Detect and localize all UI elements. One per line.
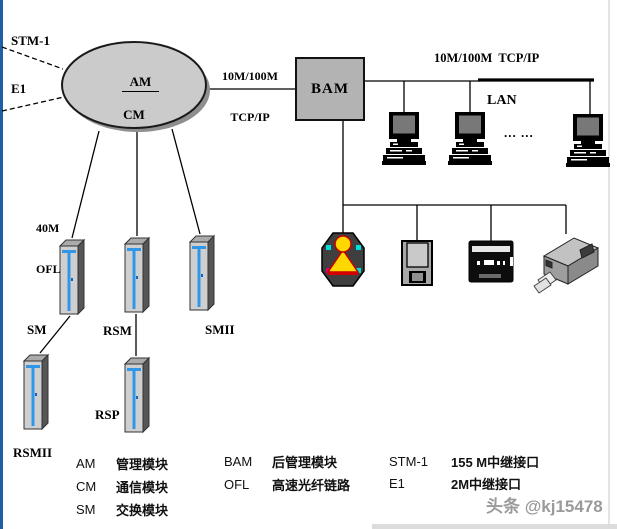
legend-code: OFL (224, 477, 250, 492)
legend-desc: 管理模块 (116, 457, 169, 472)
tower-rsmii (23, 354, 49, 430)
legend-desc: 高速光纤链路 (272, 478, 351, 493)
right-border (608, 0, 610, 529)
legend-row-stm1: STM-1 155 M中继接口 (389, 450, 539, 472)
cloud-cm-label: CM (123, 106, 145, 122)
legend-column-3: STM-1 155 M中继接口 E1 2M中继接口 (389, 450, 539, 494)
tcpip-left-label: 10M/100M TCP/IP (212, 42, 288, 152)
floppy-icon (401, 240, 433, 286)
legend-desc: 2M中继接口 (451, 476, 522, 492)
tape-device-icon (468, 240, 514, 283)
watermark: 头条 @kj15478 (486, 497, 603, 516)
rsmii-label: RSMII (13, 445, 53, 460)
legend-row-cm: CM 通信模块 (76, 475, 168, 498)
legend-row-sm: SM 交换模块 (76, 498, 168, 521)
legend-row-ofl: OFL 高速光纤链路 (224, 473, 350, 496)
workstation-icon-1 (382, 112, 426, 165)
ofl-line1: 40M (36, 220, 60, 235)
tower-rsm (124, 237, 150, 313)
workstation-icon-3 (566, 114, 610, 167)
tcpip-left-line2: TCP/IP (230, 109, 270, 124)
e1-label: E1 (11, 81, 27, 96)
legend-desc: 后管理模块 (272, 455, 338, 470)
legend-row-am: AM 管理模块 (76, 452, 168, 475)
cloud-am-label: AM (121, 74, 160, 92)
ellipsis-dots: ... ... (504, 125, 534, 140)
cloud-label: AM CM (106, 60, 162, 153)
ofl-line2: OFL (36, 261, 61, 276)
e1-link-line (1, 96, 65, 112)
lan-label: LAN (487, 93, 517, 108)
left-blue-border (0, 0, 3, 529)
legend-column-2: BAM 后管理模块 OFL 高速光纤链路 (224, 450, 350, 496)
legend-code: CM (76, 479, 97, 494)
am-cm-cloud (61, 41, 210, 132)
legend-desc: 交换模块 (116, 503, 169, 518)
cloud-to-tower1-line (71, 130, 100, 239)
legend-row-bam: BAM 后管理模块 (224, 450, 350, 473)
legend-code: SM (76, 502, 96, 517)
connection-lines (1, 46, 594, 356)
ofl-40m-label: 40M OFL (36, 194, 61, 304)
sm-to-rsmii-line (39, 315, 71, 354)
tower-smii (189, 235, 215, 311)
legend-column-1: AM 管理模块 CM 通信模块 SM 交换模块 (76, 452, 168, 521)
cloud-shape (61, 41, 207, 129)
bam-label: BAM (311, 80, 349, 97)
tcpip-right-label: 10M/100M TCP/IP (434, 51, 540, 65)
bottom-shadow (372, 524, 617, 529)
sm-label: SM (27, 322, 47, 337)
globe-icon (321, 232, 365, 287)
tower-sm (59, 239, 85, 315)
legend-code: AM (76, 456, 96, 471)
printer-icon (533, 237, 600, 294)
smii-label: SMII (205, 322, 235, 337)
legend-code: BAM (224, 454, 253, 469)
legend-code: E1 (389, 475, 405, 491)
legend-desc: 通信模块 (116, 480, 169, 495)
legend-desc: 155 M中继接口 (451, 454, 540, 470)
stm1-link-line (1, 46, 64, 70)
legend-code: STM-1 (389, 453, 428, 469)
stm1-label: STM-1 (11, 33, 50, 48)
rsm-label: RSM (103, 323, 132, 338)
tcpip-left-line1: 10M/100M (222, 68, 278, 83)
legend-row-e1: E1 2M中继接口 (389, 472, 539, 494)
workstation-icon-2 (448, 112, 492, 165)
bam-box: BAM (295, 57, 365, 121)
cloud-to-tower3-line (171, 128, 201, 235)
rsp-label: RSP (95, 407, 120, 422)
tower-rsp (124, 357, 150, 433)
